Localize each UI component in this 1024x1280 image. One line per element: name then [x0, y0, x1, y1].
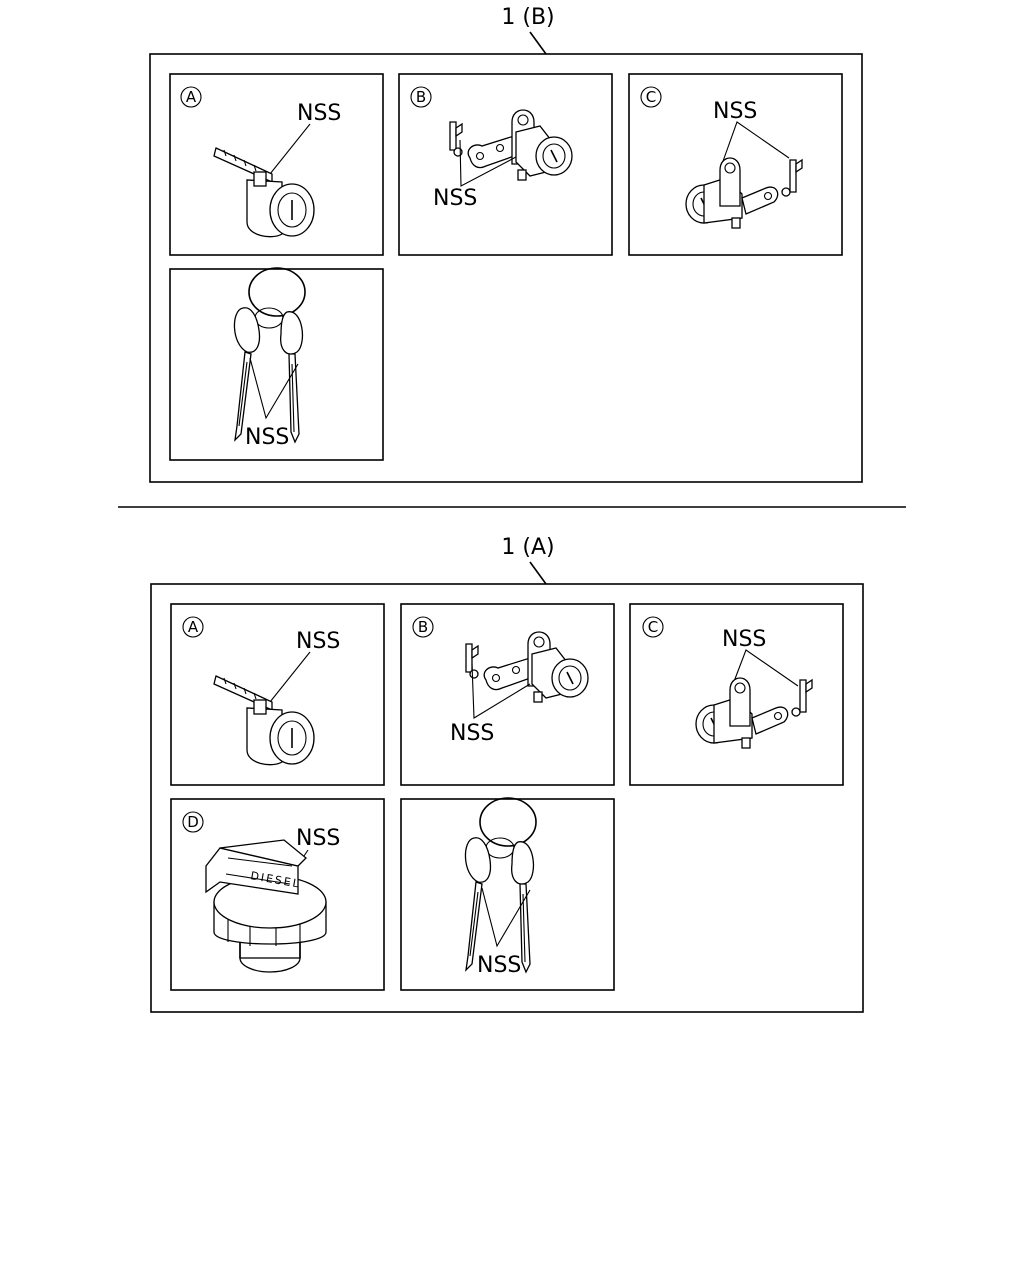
- group-frame: [150, 583, 864, 1013]
- group-frame: [149, 53, 863, 483]
- panel-letter: A: [186, 88, 197, 106]
- circled-letter-marker: [642, 616, 664, 638]
- leader-line: [471, 663, 531, 719]
- leader-line: [459, 139, 517, 187]
- door-lock-cylinder-illustration: [449, 109, 573, 181]
- panel-door-lock: C NSS: [628, 73, 843, 256]
- circled-letter-marker: [640, 86, 662, 108]
- leader-line: [721, 121, 790, 165]
- door-lock-cylinder-illustration: [685, 157, 803, 229]
- leader-line: [729, 649, 799, 693]
- door-lock-cylinder-illustration: [695, 677, 813, 749]
- circled-letter-marker: [410, 86, 432, 108]
- panel-letter: D: [187, 813, 199, 831]
- part-label: NSS: [433, 186, 477, 211]
- panel-door-lock: B NSS: [400, 603, 615, 786]
- part-label: NSS: [713, 99, 757, 124]
- part-label: NSS: [245, 425, 289, 450]
- part-label: NSS: [722, 627, 766, 652]
- panel-letter: B: [418, 618, 428, 636]
- leader-line: [481, 887, 531, 948]
- panel-door-lock: B NSS: [398, 73, 613, 256]
- circled-letter-marker: [180, 86, 202, 108]
- group-leader-line: [529, 31, 547, 55]
- panel-keys: NSS: [400, 797, 615, 991]
- part-label: NSS: [477, 953, 521, 978]
- group-label: 1 (A): [501, 535, 554, 560]
- part-label: NSS: [450, 721, 494, 746]
- part-label: NSS: [296, 629, 340, 654]
- panel-letter: C: [646, 88, 656, 106]
- panel-letter: B: [416, 88, 426, 106]
- panel-ignition-lock: A NSS: [169, 73, 384, 256]
- group-leader-line: [529, 561, 547, 585]
- panel-fuel-cap: D NSS DIESEL: [170, 798, 385, 991]
- panel-letter: A: [188, 618, 199, 636]
- part-label: NSS: [297, 101, 341, 126]
- panel-keys: NSS: [169, 267, 384, 461]
- circled-letter-marker: [182, 616, 204, 638]
- panel-letter: C: [648, 618, 658, 636]
- part-label: NSS: [296, 826, 340, 851]
- group-1b: 1 (B) A NSS B NSS C NSS: [149, 5, 863, 483]
- keys-illustration: [233, 267, 306, 443]
- fuel-cap-illustration: [205, 839, 327, 973]
- door-lock-cylinder-illustration: [465, 631, 589, 703]
- panel-door-lock: C NSS: [629, 603, 844, 786]
- circled-letter-marker: [182, 811, 204, 833]
- ignition-lock-cylinder-illustration: [213, 147, 315, 238]
- group-label: 1 (B): [501, 5, 554, 30]
- leader-line: [249, 357, 299, 420]
- circled-letter-marker: [412, 616, 434, 638]
- panel-ignition-lock: A NSS: [170, 603, 385, 786]
- keys-illustration: [464, 797, 537, 973]
- group-1a: 1 (A) A NSS B NSS C NSS: [150, 535, 864, 1013]
- ignition-lock-cylinder-illustration: [213, 675, 315, 766]
